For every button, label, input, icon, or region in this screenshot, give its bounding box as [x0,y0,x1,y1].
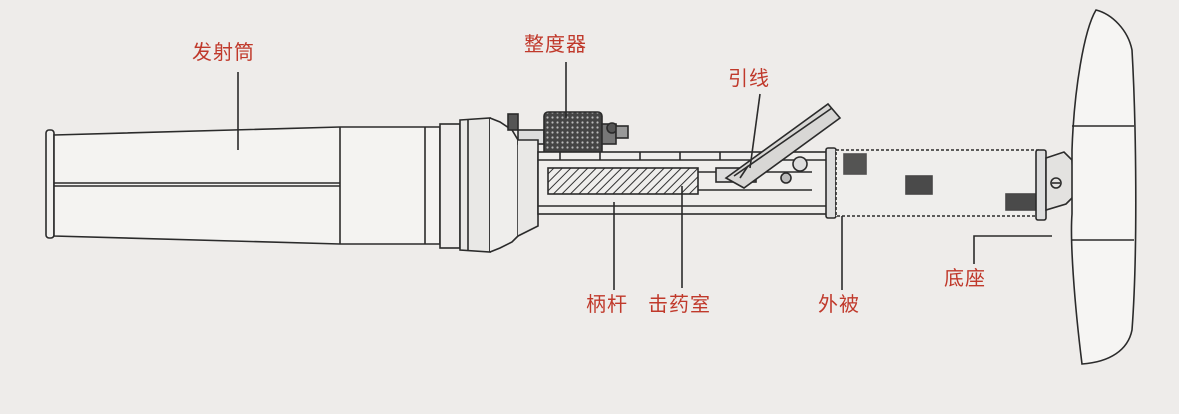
label-base: 底座 [944,266,986,290]
label-firing-chamber: 击药室 [648,292,711,316]
base-fin [1045,9,1137,365]
outer-cover [825,147,1047,221]
leader-lanyard [749,93,761,169]
label-sight: 整度器 [524,32,587,56]
launch-tube-body [45,117,519,253]
label-outer-cover: 外被 [818,292,860,316]
label-launch-tube: 发射筒 [192,40,255,64]
leader-base [973,235,1052,264]
label-lanyard: 引线 [728,66,770,90]
label-handle: 柄杆 [586,292,628,316]
